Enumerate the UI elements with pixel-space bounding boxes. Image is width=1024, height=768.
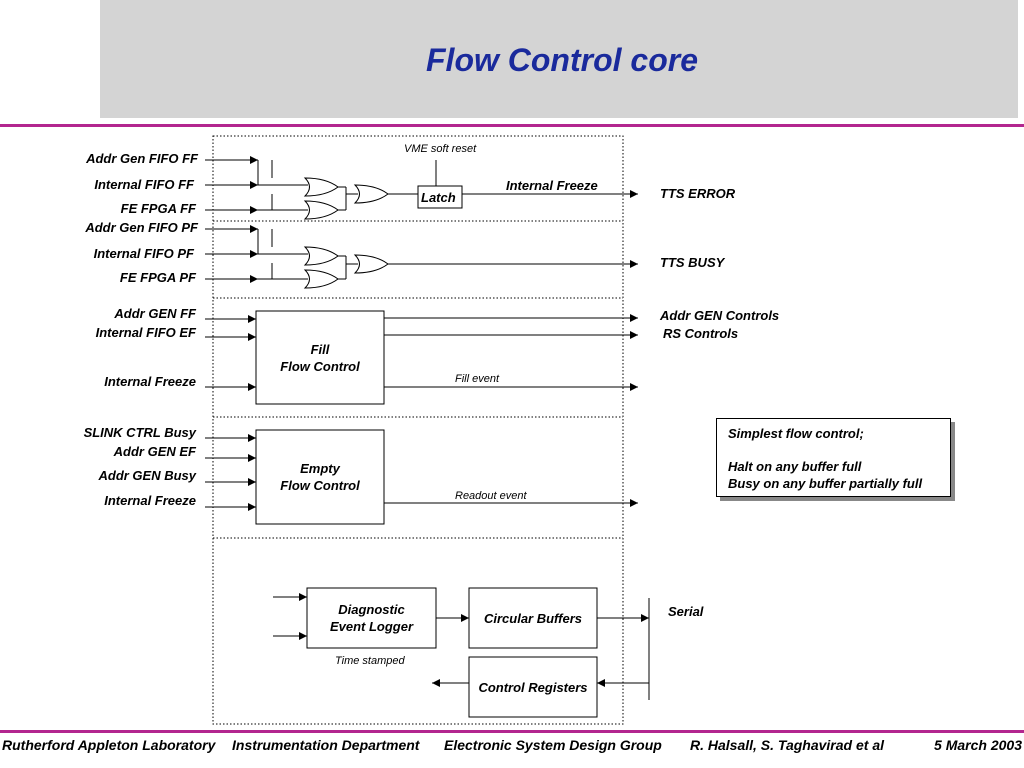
note-line: Halt on any buffer full bbox=[728, 459, 862, 474]
fill-box bbox=[255, 310, 385, 405]
or-gate-1a bbox=[303, 177, 339, 197]
slide-title: Flow Control core bbox=[426, 42, 698, 78]
input-label: Addr Gen FIFO PF bbox=[85, 220, 198, 235]
note-line: Simplest flow control; bbox=[728, 426, 864, 441]
core-frame bbox=[212, 135, 624, 725]
bottom-divider bbox=[0, 730, 1024, 733]
input-label: SLINK CTRL Busy bbox=[83, 425, 196, 440]
tts-busy-label: TTS BUSY bbox=[660, 255, 725, 270]
footer-date: 5 March 2003 bbox=[934, 737, 1022, 753]
tts-error-label: TTS ERROR bbox=[660, 186, 736, 201]
empty-flow-control-box: Empty Flow Control bbox=[280, 461, 360, 493]
footer-department: Instrumentation Department bbox=[232, 737, 420, 753]
serial-label: Serial bbox=[668, 604, 704, 619]
input-label: Addr GEN Busy bbox=[98, 468, 196, 483]
note-box: Simplest flow control; Halt on any buffe… bbox=[716, 418, 951, 497]
or-gate-2b bbox=[303, 269, 339, 289]
footer-group: Electronic System Design Group bbox=[444, 737, 662, 753]
footer-lab: Rutherford Appleton Laboratory bbox=[2, 737, 216, 753]
or-gate-2c bbox=[353, 254, 389, 274]
control-box bbox=[468, 656, 598, 718]
fill-event-label: Fill event bbox=[455, 373, 500, 385]
internal-freeze-output-label: Internal Freeze bbox=[506, 178, 598, 193]
top-divider bbox=[0, 124, 1024, 127]
input-label: Addr GEN EF bbox=[113, 444, 196, 459]
input-label: Internal Freeze bbox=[104, 493, 196, 508]
input-label: FE FPGA PF bbox=[119, 270, 196, 285]
title-band bbox=[100, 0, 1018, 118]
diagnostic-event-logger-box: Diagnostic Event Logger bbox=[329, 602, 414, 634]
empty-box bbox=[255, 429, 385, 525]
circular-buffers-box: Circular Buffers bbox=[483, 610, 582, 626]
time-stamped-label: Time stamped bbox=[335, 655, 405, 667]
control-registers-box: Control Registers bbox=[478, 679, 588, 695]
addr-gen-controls-label: Addr GEN Controls bbox=[660, 308, 780, 323]
input-label: Internal FIFO PF bbox=[93, 246, 194, 261]
latch-box bbox=[417, 185, 463, 209]
input-label: Addr Gen FIFO FF bbox=[86, 151, 198, 166]
vme-soft-reset-label: VME soft reset bbox=[404, 143, 477, 155]
input-label: Internal Freeze bbox=[104, 374, 196, 389]
latch-label: Latch bbox=[421, 190, 456, 205]
input-label: Internal FIFO EF bbox=[95, 325, 196, 340]
fill-flow-control-box: Fill Flow Control bbox=[280, 341, 360, 374]
or-gate-2a bbox=[303, 246, 339, 266]
or-gate-1c bbox=[353, 184, 389, 204]
readout-event-label: Readout event bbox=[455, 490, 527, 502]
note-line: Busy on any buffer partially full bbox=[728, 476, 923, 491]
or-gate-1b bbox=[303, 200, 339, 220]
input-label: FE FPGA FF bbox=[120, 201, 196, 216]
rs-controls-label: RS Controls bbox=[663, 326, 739, 341]
input-label: Internal FIFO FF bbox=[94, 177, 194, 192]
input-label: Addr GEN FF bbox=[114, 306, 196, 321]
footer-authors: R. Halsall, S. Taghavirad et al bbox=[690, 737, 884, 753]
